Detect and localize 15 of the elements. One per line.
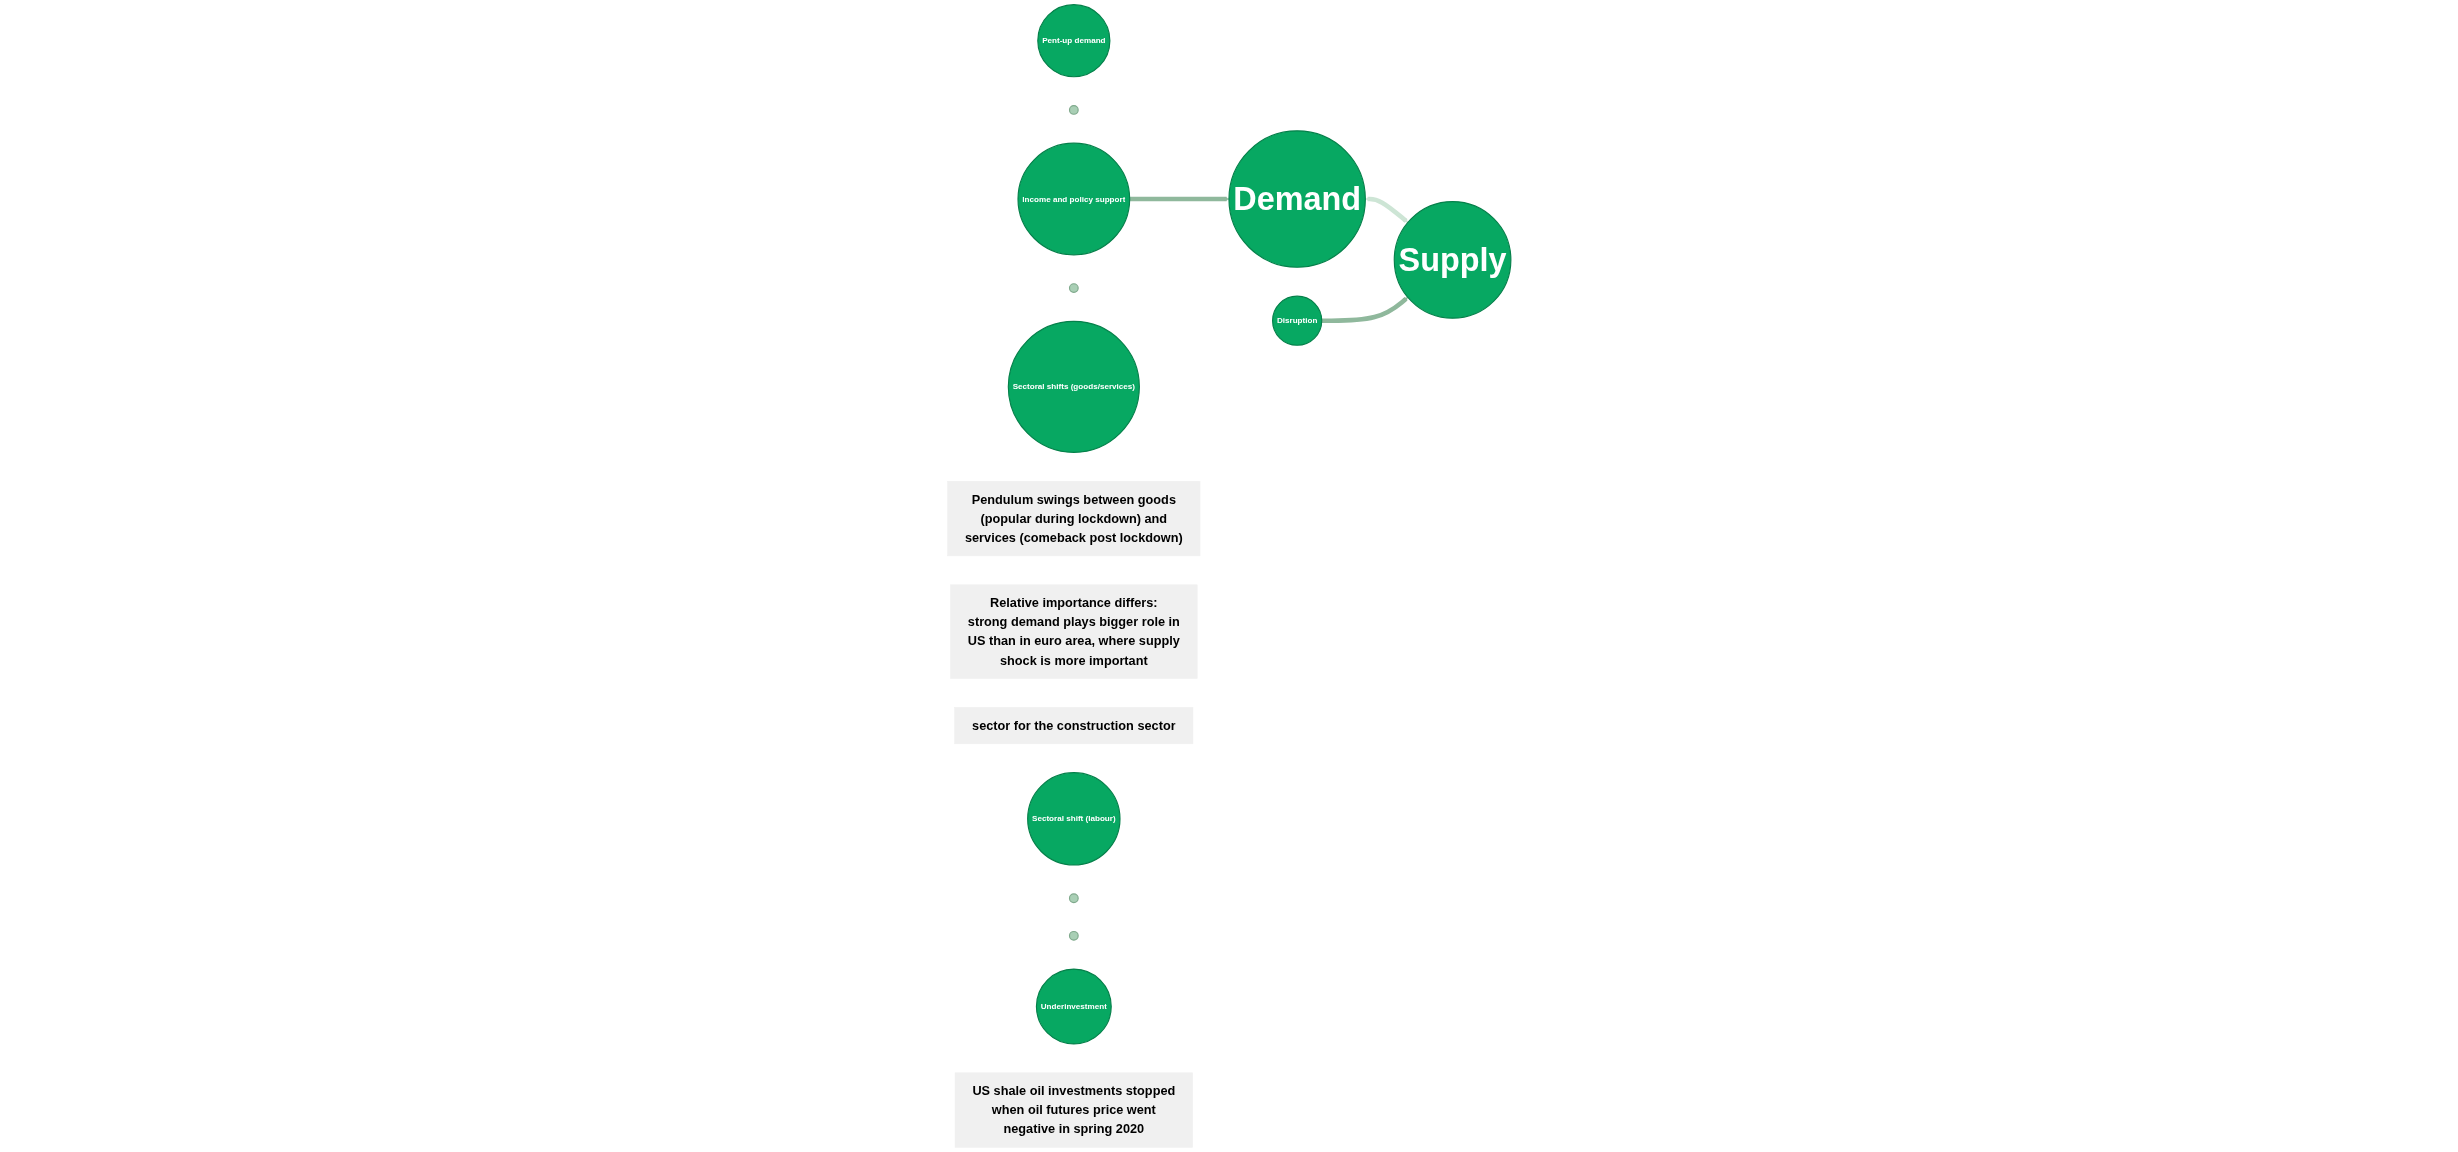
arrow <box>1365 196 1408 223</box>
node-plus <box>1068 105 1079 115</box>
node-circle: Sectoral shifts (goods/services) <box>1007 320 1140 453</box>
node-circle: Disruption <box>1271 295 1323 346</box>
arrow <box>1321 297 1408 324</box>
node-circle: Underinvestment <box>1035 968 1112 1045</box>
node-circle: Sectoral shift (labour) <box>1026 772 1121 866</box>
node-plus <box>1068 283 1079 294</box>
node-plus <box>1068 893 1079 904</box>
node-circle: Pent-up demand <box>1036 4 1111 78</box>
node-circle: Income and policy support <box>1017 142 1130 256</box>
arrow <box>1129 196 1229 202</box>
node-circle: Supply <box>1393 201 1512 319</box>
node-circle: Demand <box>1228 130 1366 268</box>
node-plus <box>1068 930 1079 941</box>
